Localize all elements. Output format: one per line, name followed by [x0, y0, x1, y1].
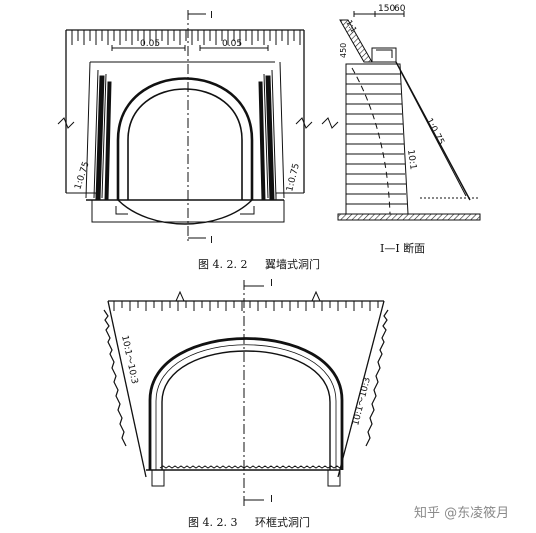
wall-slope: 10:1	[405, 149, 418, 170]
dim-450: 450	[339, 43, 348, 58]
caption-number: 图 4. 2. 3	[188, 516, 238, 529]
slope-right: 10:1～10:3	[351, 376, 373, 426]
caption-title: 环框式洞门	[254, 516, 310, 529]
axis-marker-top: I	[270, 278, 273, 289]
back-slope: 1:0.75	[423, 117, 445, 147]
dim-60: 60	[394, 4, 406, 14]
section-marker-top: I	[210, 10, 213, 21]
dim-right-slope: 0.05	[222, 39, 242, 49]
caption-number: 图 4. 2. 2	[198, 258, 248, 271]
figure-caption-4-2-3: 图 4. 2. 3 环框式洞门	[188, 514, 310, 530]
slope-left: 10:1～10:3	[119, 335, 139, 385]
dim-150: 150	[378, 4, 395, 14]
dim-left-slope: 0.05	[140, 39, 160, 49]
ring-frame-portal-view	[103, 280, 389, 506]
section-marker-bottom: I	[210, 235, 213, 246]
section-title: I—I 断面	[380, 242, 426, 255]
wing-slope-right: 1:0.75	[285, 162, 302, 192]
wing-wall-portal-front-view	[57, 10, 313, 244]
wing-slope-left: 1:0.75	[73, 160, 91, 190]
section-i-i-view	[321, 11, 481, 221]
caption-title: 翼墙式洞门	[264, 258, 320, 271]
axis-marker-bottom: I	[270, 494, 273, 505]
watermark-text: 知乎 @东凌筱月	[414, 506, 510, 521]
figure-caption-4-2-2: 图 4. 2. 2 翼墙式洞门	[198, 256, 320, 272]
